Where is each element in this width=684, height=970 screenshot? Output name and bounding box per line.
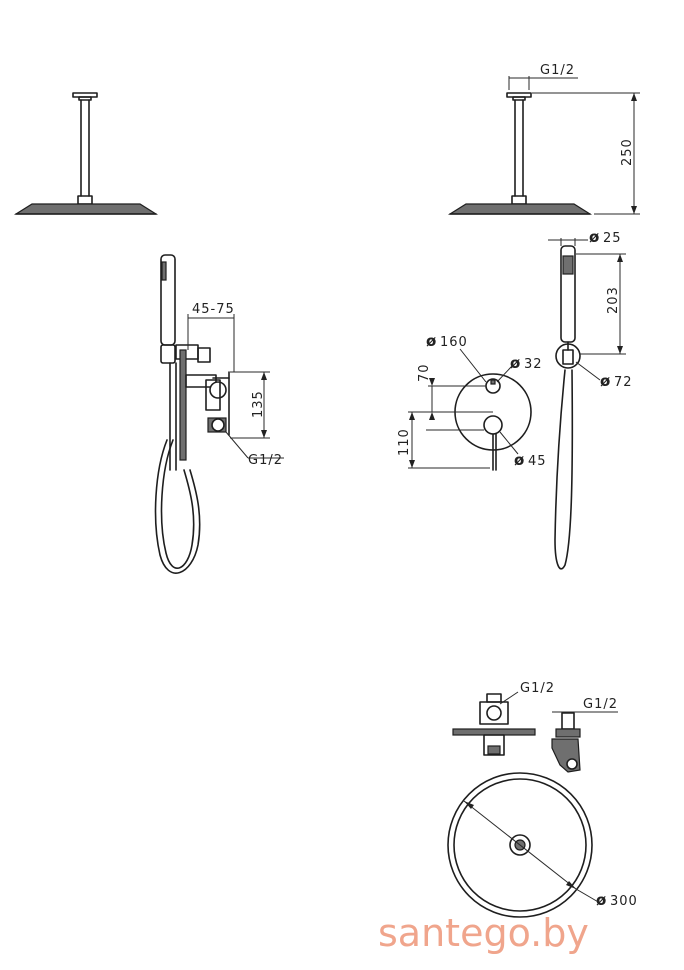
dimension-knob-small: ø 32 <box>496 354 543 383</box>
dimension-hand-diam: ø 25 <box>548 228 622 246</box>
dimension-hand-len: 203 <box>576 253 626 355</box>
label-110: 110 <box>397 428 412 456</box>
concealed-valve-body <box>452 693 536 756</box>
dimension-70: 70 <box>417 363 493 420</box>
dimension-thread-spout: G1/2 <box>552 697 618 713</box>
label-hand-diam: 25 <box>603 231 622 246</box>
label-hand-len: 203 <box>606 286 621 314</box>
diameter-symbol-300: ø <box>596 891 606 909</box>
watermark: santego.by <box>378 911 589 955</box>
shower-head-side-view-left <box>13 92 159 215</box>
label-arm-height: 250 <box>620 138 635 166</box>
dimension-head-diam: ø 300 <box>596 891 638 909</box>
label-thread-top: G1/2 <box>540 63 575 78</box>
diameter-symbol-45: ø <box>514 451 524 469</box>
dimension-thread-side: G1/2 <box>225 431 284 468</box>
shower-head-side-view-right <box>447 92 593 215</box>
diameter-symbol-25: ø <box>589 228 599 246</box>
label-knob-large-diam: 45 <box>528 454 547 469</box>
dimension-thread-top: G1/2 <box>508 63 578 90</box>
label-thread-side: G1/2 <box>248 453 283 468</box>
label-knob-small-diam: 32 <box>524 357 543 372</box>
label-thread-valve: G1/2 <box>520 681 555 696</box>
dimension-wall-plate: ø 160 <box>426 332 487 383</box>
dimension-arm-height: 250 <box>532 92 640 215</box>
diameter-symbol-160: ø <box>426 332 436 350</box>
label-thread-spout: G1/2 <box>583 697 618 712</box>
diameter-symbol-72: ø <box>600 372 610 390</box>
diameter-symbol-32: ø <box>510 354 520 372</box>
mixer-side-view <box>154 254 230 574</box>
wall-spout <box>551 712 581 773</box>
label-wall-plate-diam: 160 <box>440 335 468 350</box>
mixer-front-view <box>454 373 532 471</box>
dimension-110: 110 <box>397 411 490 469</box>
dimension-135: 135 <box>230 371 270 439</box>
hand-shower-front-view <box>554 245 581 570</box>
label-range-45-75: 45-75 <box>192 302 235 317</box>
dimension-knob-large: ø 45 <box>499 431 547 469</box>
shower-head-top-view <box>447 772 601 918</box>
label-70: 70 <box>417 363 432 382</box>
dimension-range-45-75: 45-75 <box>187 302 235 372</box>
label-head-diam: 300 <box>610 894 638 909</box>
dimension-holder-diam: ø 72 <box>575 361 633 390</box>
dimension-thread-valve: G1/2 <box>499 681 555 705</box>
label-135: 135 <box>251 390 266 418</box>
label-holder-diam: 72 <box>614 375 633 390</box>
